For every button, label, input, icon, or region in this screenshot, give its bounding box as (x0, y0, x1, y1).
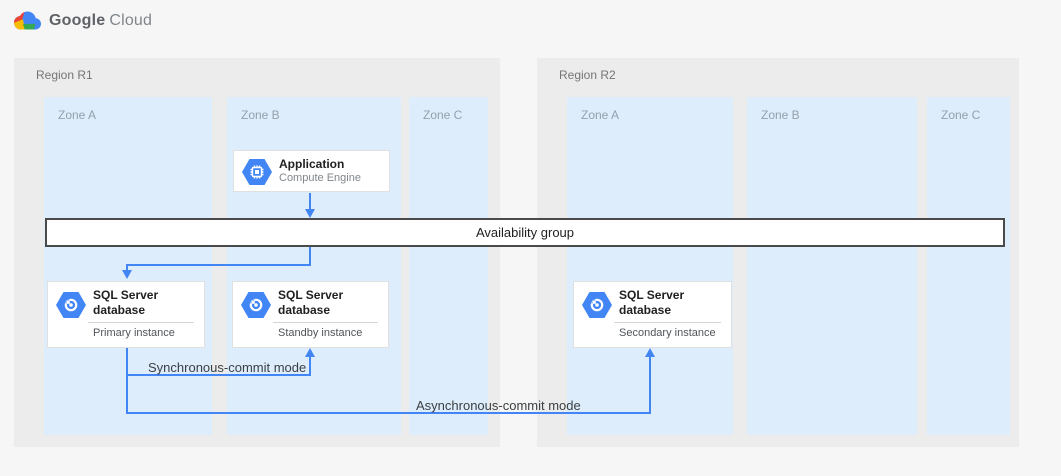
sql-primary-subtitle: Primary instance (93, 327, 175, 339)
sql-secondary-subtitle: Secondary instance (619, 327, 716, 339)
synchronous-commit-label: Synchronous-commit mode (148, 360, 307, 375)
availability-group-label: Availability group (475, 225, 575, 240)
r1-zone-c: Zone C (409, 97, 488, 435)
sql-standby-title: SQL Server database (278, 288, 344, 317)
google-cloud-icon (14, 11, 41, 30)
compute-engine-hexagon-icon (242, 159, 272, 185)
sql-primary-card: SQL Server database Primary instance (47, 281, 205, 348)
sql-server-hexagon-icon (56, 292, 86, 318)
application-subtitle: Compute Engine (279, 172, 361, 184)
card-divider (88, 322, 194, 323)
sql-secondary-card: SQL Server database Secondary instance (573, 281, 732, 348)
r1-zone-a: Zone A (44, 97, 212, 435)
application-card: Application Compute Engine (233, 150, 390, 192)
sql-standby-subtitle: Standby instance (278, 327, 363, 339)
sql-server-hexagon-icon (241, 292, 271, 318)
application-title: Application (279, 157, 345, 171)
r1-zone-b: Zone B (227, 97, 401, 435)
sql-standby-card: SQL Server database Standby instance (232, 281, 389, 348)
card-divider (273, 322, 378, 323)
availability-group-bar: Availability group (45, 218, 1005, 247)
region-r2-label: Region R2 (559, 68, 616, 82)
region-r1-label: Region R1 (36, 68, 93, 82)
sql-primary-title: SQL Server database (93, 288, 159, 317)
asynchronous-commit-label: Asynchronous-commit mode (416, 398, 581, 413)
sql-server-hexagon-icon (582, 292, 612, 318)
card-divider (614, 322, 721, 323)
r2-zone-c: Zone C (927, 97, 1010, 435)
sql-secondary-title: SQL Server database (619, 288, 685, 317)
r2-zone-b: Zone B (747, 97, 917, 435)
r2-zone-a: Zone A (567, 97, 733, 435)
